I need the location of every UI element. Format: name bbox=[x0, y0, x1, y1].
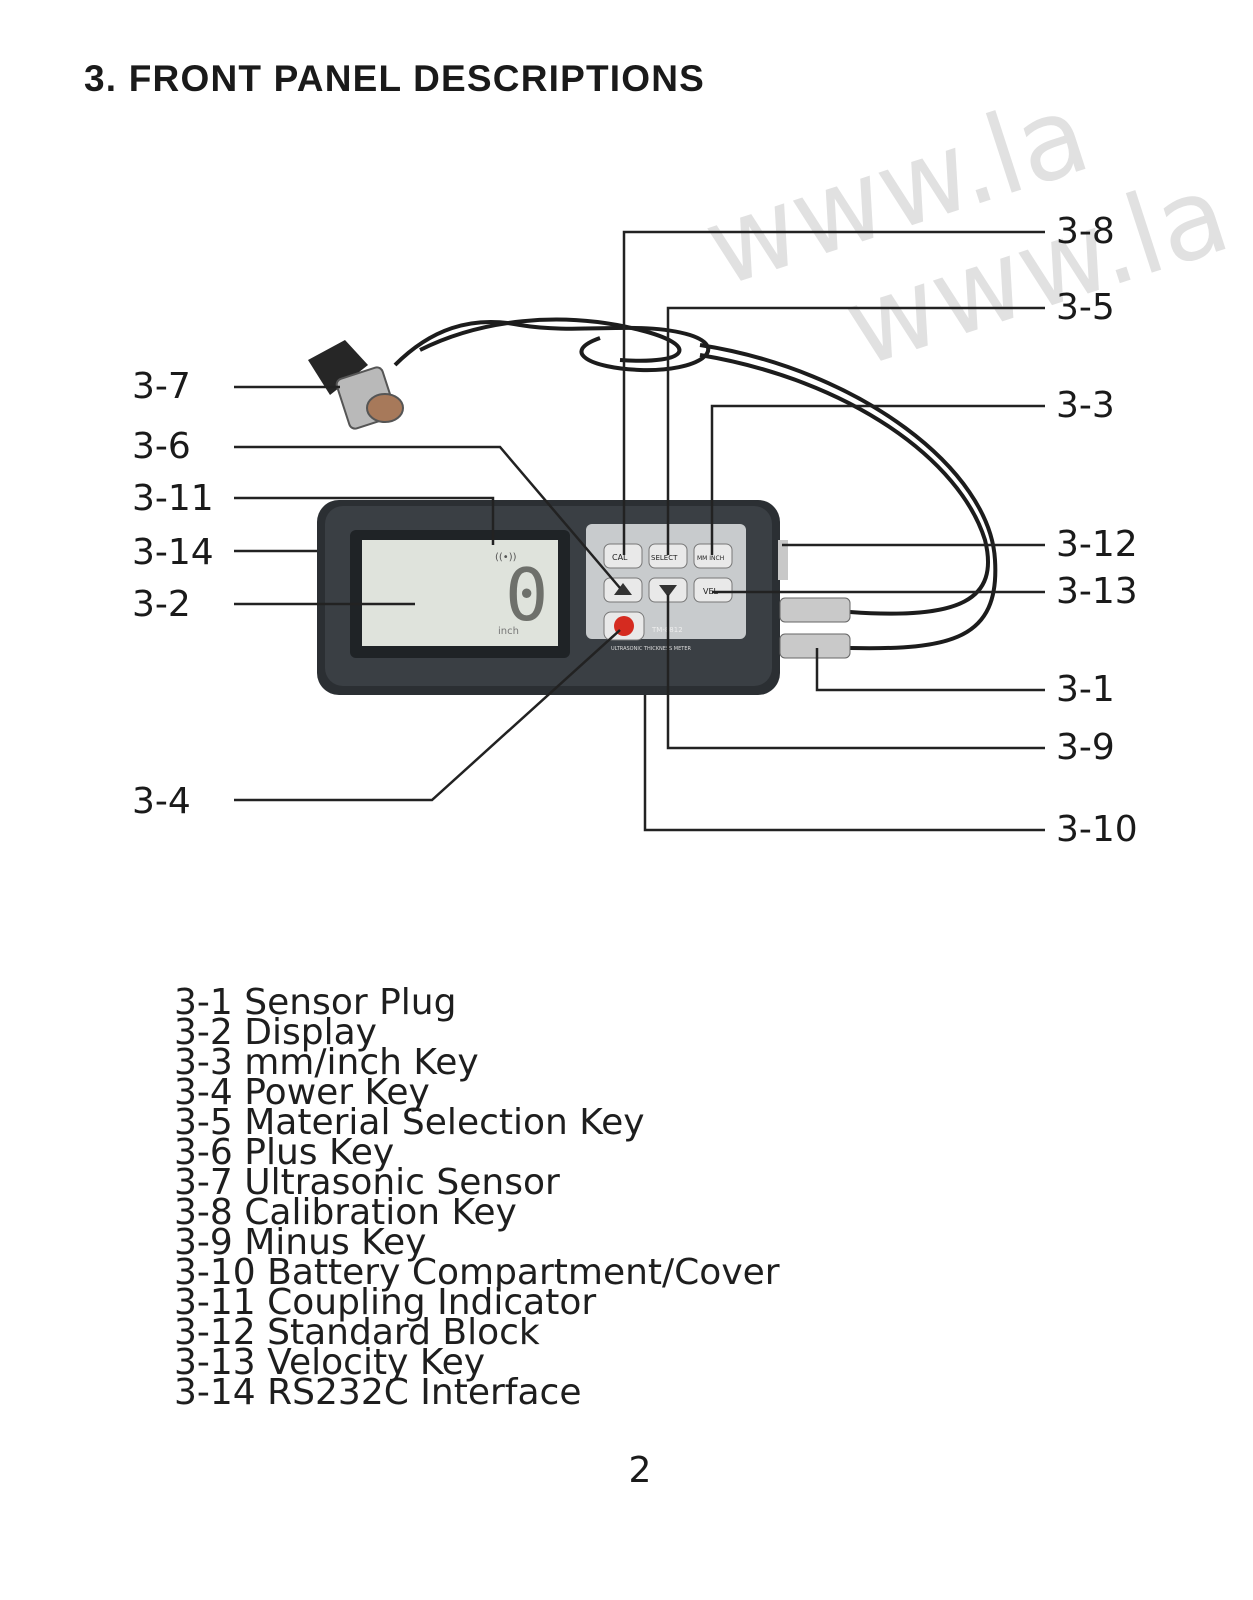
callout-3-7: 3-7 bbox=[132, 366, 191, 407]
legend-item: 3-6 Plus Key bbox=[174, 1132, 395, 1173]
velocity-key-label: VEL bbox=[703, 587, 719, 596]
callout-3-3: 3-3 bbox=[1056, 385, 1115, 426]
triangle-down-icon bbox=[659, 585, 677, 597]
standard-block bbox=[778, 540, 788, 580]
legend-item: 3-5 Material Selection Key bbox=[174, 1102, 645, 1143]
legend-item: 3-8 Calibration Key bbox=[174, 1192, 517, 1233]
lcd-display: ((•)) 0 inch bbox=[350, 530, 570, 658]
page-title: 3. FRONT PANEL DESCRIPTIONS bbox=[84, 58, 706, 99]
callout-3-13: 3-13 bbox=[1056, 571, 1138, 612]
callout-3-2: 3-2 bbox=[132, 584, 191, 625]
select-key-label: SELECT bbox=[651, 554, 678, 562]
ultrasonic-sensor bbox=[308, 340, 404, 430]
sensor-cable bbox=[393, 317, 998, 651]
sensor-plug bbox=[779, 633, 851, 659]
display-reading: 0 bbox=[505, 553, 548, 637]
display-unit: inch bbox=[498, 626, 519, 637]
legend-item: 3-11 Coupling Indicator bbox=[174, 1282, 597, 1323]
keypad: CAL SELECT MM INCH VEL TM-8812 ULTRASONI… bbox=[586, 524, 746, 652]
device-name-label: ULTRASONIC THICKNESS METER bbox=[611, 646, 691, 652]
component-legend: 3-1 Sensor Plug 3-2 Display 3-3 mm/inch … bbox=[174, 982, 780, 1413]
legend-item: 3-7 Ultrasonic Sensor bbox=[174, 1162, 560, 1203]
legend-item: 3-12 Standard Block bbox=[174, 1312, 540, 1353]
triangle-up-icon bbox=[614, 583, 632, 595]
leader-lines bbox=[234, 230, 1045, 832]
callout-3-12: 3-12 bbox=[1056, 524, 1138, 565]
callout-3-11: 3-11 bbox=[132, 478, 214, 519]
legend-item: 3-13 Velocity Key bbox=[174, 1342, 486, 1383]
callout-3-1: 3-1 bbox=[1056, 669, 1115, 710]
velocity-key[interactable] bbox=[693, 577, 733, 603]
callout-3-8: 3-8 bbox=[1056, 211, 1115, 252]
cal-key-label: CAL bbox=[612, 553, 628, 562]
connector-upper bbox=[779, 597, 851, 623]
callout-3-4: 3-4 bbox=[132, 781, 191, 822]
callout-3-5: 3-5 bbox=[1056, 287, 1115, 328]
legend-item: 3-1 Sensor Plug bbox=[174, 982, 457, 1023]
legend-item: 3-3 mm/inch Key bbox=[174, 1042, 479, 1083]
page-number: 2 bbox=[628, 1450, 652, 1491]
legend-item: 3-14 RS232C Interface bbox=[174, 1372, 582, 1413]
callout-3-9: 3-9 bbox=[1056, 727, 1115, 768]
callout-3-14: 3-14 bbox=[132, 532, 214, 573]
coupling-indicator: ((•)) bbox=[495, 552, 517, 563]
mm-inch-key-label: MM INCH bbox=[697, 555, 724, 562]
legend-item: 3-2 Display bbox=[174, 1012, 377, 1053]
callout-3-10: 3-10 bbox=[1056, 809, 1138, 850]
legend-item: 3-9 Minus Key bbox=[174, 1222, 427, 1263]
callout-3-6: 3-6 bbox=[132, 426, 191, 467]
legend-item: 3-4 Power Key bbox=[174, 1072, 430, 1113]
legend-item: 3-10 Battery Compartment/Cover bbox=[174, 1252, 780, 1293]
